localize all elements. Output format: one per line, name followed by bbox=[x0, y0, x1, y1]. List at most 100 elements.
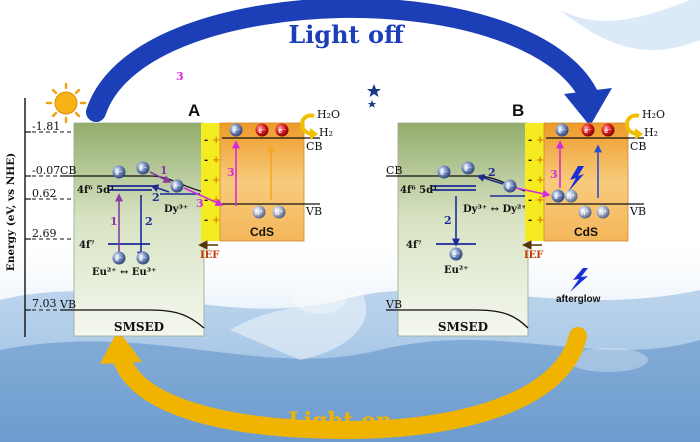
hole-label: h⁺ bbox=[581, 209, 589, 217]
electron-label: e⁻ bbox=[554, 194, 562, 201]
electron-label: e⁻ bbox=[115, 256, 123, 263]
cds-label: CdS bbox=[574, 225, 598, 239]
cds-box bbox=[543, 122, 629, 242]
smsed-host-box bbox=[397, 122, 529, 337]
moon-icon bbox=[367, 82, 410, 115]
svg-text:-: - bbox=[528, 155, 532, 166]
axis-tick-label: 2.69 bbox=[32, 227, 57, 240]
electron-label: e⁻ bbox=[440, 170, 448, 177]
ief-strip bbox=[201, 123, 220, 241]
cds-cb-label: CB bbox=[306, 140, 323, 153]
svg-text:-: - bbox=[204, 155, 208, 166]
step-1-label: 1 bbox=[160, 164, 168, 177]
electron-ball bbox=[112, 165, 126, 179]
level-4f7: 4f⁷ bbox=[406, 240, 422, 251]
electron-label: e⁻ bbox=[506, 184, 514, 191]
svg-text:-: - bbox=[204, 195, 208, 206]
electron-ball bbox=[136, 251, 150, 265]
electron-ball bbox=[229, 123, 243, 137]
cds-cb-label: CB bbox=[630, 140, 647, 153]
light-off-arrow bbox=[86, 0, 612, 126]
electron-ball bbox=[551, 189, 565, 203]
electron-label: e⁻ bbox=[115, 170, 123, 177]
hole-ball bbox=[564, 189, 578, 203]
ief-strip bbox=[525, 123, 544, 241]
level-4f7: 4f⁷ bbox=[79, 240, 95, 251]
energy-axis-label: Energy (eV, vs NHE) bbox=[5, 153, 17, 271]
svg-text:-: - bbox=[204, 175, 208, 186]
svg-text:+: + bbox=[212, 215, 220, 226]
smsed-label: SMSED bbox=[114, 320, 164, 334]
step-3-label: 3 bbox=[196, 197, 204, 210]
axis-tick-label: 0.62 bbox=[32, 187, 57, 200]
electron-label: e⁻ bbox=[464, 166, 472, 173]
hole-label: h⁺ bbox=[599, 209, 607, 217]
svg-text:+: + bbox=[212, 155, 220, 166]
ief-label: IEF bbox=[524, 250, 543, 261]
hole-label: h⁺ bbox=[275, 209, 283, 217]
electron-label: e⁻ bbox=[558, 128, 566, 135]
step-2-label: 2 bbox=[444, 214, 452, 227]
level-4f6-5d1: 4f⁶ 5d¹ bbox=[400, 185, 437, 196]
panel-a-letter: A bbox=[188, 101, 200, 120]
h2o-label: H₂O bbox=[642, 108, 665, 121]
hole-label: h⁺ bbox=[567, 193, 575, 201]
electron-label: e⁻ bbox=[139, 256, 147, 263]
dy-ion-label: Dy³⁺ bbox=[164, 204, 188, 215]
svg-text:-: - bbox=[528, 135, 532, 146]
electron-ball bbox=[449, 247, 463, 261]
smsed-label: SMSED bbox=[438, 320, 488, 334]
eu-pair-label: Eu²⁺ ↔ Eu³⁺ bbox=[92, 267, 156, 278]
step-1-label: 1 bbox=[110, 215, 118, 228]
cds-box bbox=[219, 122, 305, 242]
electron-ball bbox=[170, 179, 184, 193]
eu-ion-label: Eu²⁺ bbox=[444, 265, 469, 276]
h2-label: H₂ bbox=[644, 126, 658, 139]
axis-tick-label: 7.03 bbox=[32, 297, 57, 310]
axis-tick-label: -0.07 bbox=[32, 164, 60, 177]
electron-ball-red bbox=[601, 123, 615, 137]
electron-ball-red bbox=[255, 123, 269, 137]
electron-label: e⁻ bbox=[139, 166, 147, 173]
smsed-vb-label: VB bbox=[59, 298, 76, 311]
electron-ball-red bbox=[581, 123, 595, 137]
svg-text:-: - bbox=[528, 215, 532, 226]
smsed-cb-label: CB bbox=[60, 164, 77, 177]
electron-ball bbox=[112, 251, 126, 265]
step-2-label: 2 bbox=[152, 191, 160, 204]
energy-axis bbox=[24, 98, 74, 337]
h2o-label: H₂O bbox=[317, 108, 340, 121]
svg-text:+: + bbox=[536, 135, 544, 146]
electron-ball bbox=[503, 179, 517, 193]
light-off-label: Light off bbox=[288, 20, 405, 49]
svg-text:+: + bbox=[212, 135, 220, 146]
flash-icon bbox=[568, 166, 584, 192]
dy-pair-label: Dy³⁺ ↔ Dy²⁺ bbox=[463, 204, 527, 215]
electron-label: e⁻ bbox=[604, 128, 612, 135]
floating-step-number: 3 bbox=[176, 70, 184, 83]
smsed-cb-label: CB bbox=[386, 164, 403, 177]
svg-text:-: - bbox=[528, 175, 532, 186]
afterglow-label: afterglow bbox=[556, 294, 601, 305]
electron-ball bbox=[555, 123, 569, 137]
level-4f6-5d1: 4f⁶ 5d¹ bbox=[77, 185, 114, 196]
step-3-label: 3 bbox=[227, 166, 235, 179]
electron-ball bbox=[136, 161, 150, 175]
cds-label: CdS bbox=[250, 225, 274, 239]
hole-label: h⁺ bbox=[255, 209, 263, 217]
h2-label: H₂ bbox=[319, 126, 333, 139]
axis-tick-label: -1.81 bbox=[32, 120, 60, 133]
svg-text:+: + bbox=[536, 155, 544, 166]
electron-ball-red bbox=[275, 123, 289, 137]
svg-text:+: + bbox=[536, 175, 544, 186]
ief-label: IEF bbox=[200, 250, 219, 261]
light-on-label: Light on bbox=[288, 408, 392, 434]
panel-b: B CB VB 4f⁶ 5d¹ 4f⁷ 2 2 Dy³⁺ ↔ Dy²⁺ Eu²⁺… bbox=[385, 101, 665, 337]
electron-label: e⁻ bbox=[232, 128, 240, 135]
carrier-labels: e⁻ e⁻ e⁻ e⁻ e⁻ e⁻ e⁻ e⁻ h⁺ h⁺ e⁻ e⁻ e⁻ e… bbox=[115, 128, 612, 263]
electron-label: e⁻ bbox=[584, 128, 592, 135]
light-on-arrow bbox=[100, 327, 587, 440]
electron-ball bbox=[437, 165, 451, 179]
